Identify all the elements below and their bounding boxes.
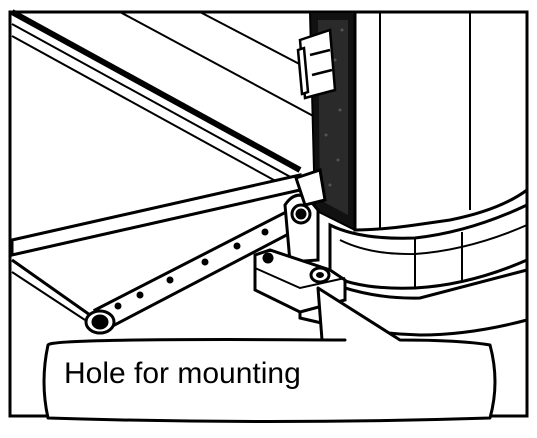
panel-clamp — [296, 28, 337, 100]
hinge-bracket — [283, 168, 327, 264]
cabinet-body — [298, 10, 529, 337]
callout-label: Hole for mounting — [64, 357, 301, 390]
mounting-hole-rear — [262, 252, 274, 264]
upper-rail — [10, 9, 331, 191]
roller-endcap — [84, 309, 116, 335]
callout-bubble — [42, 286, 497, 423]
